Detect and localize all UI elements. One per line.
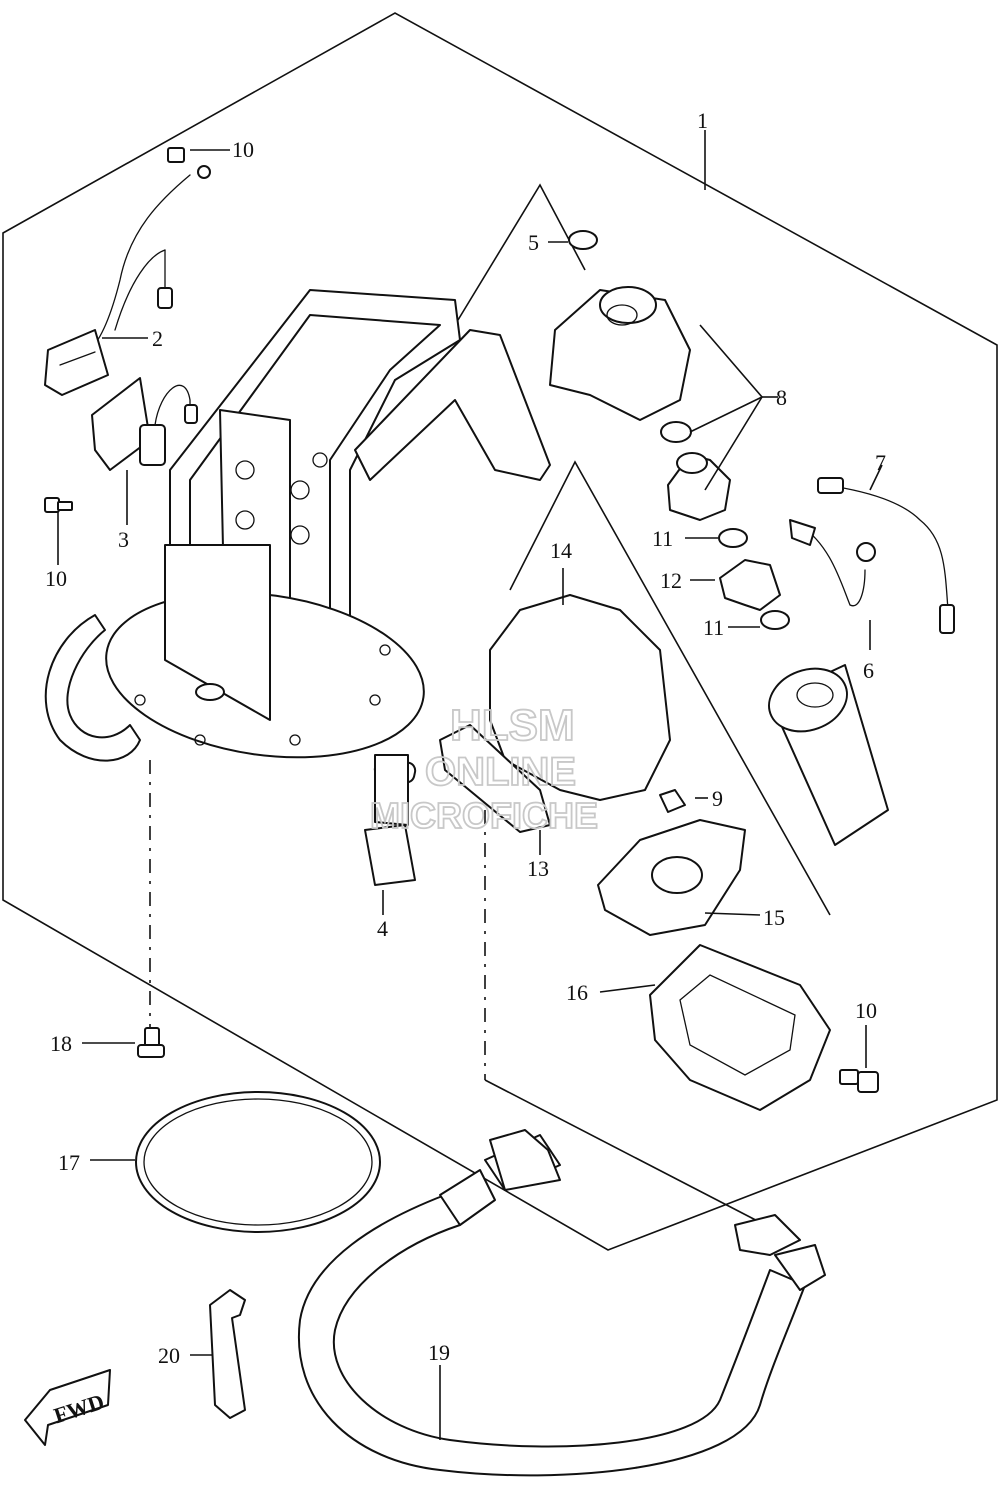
callout-12: 12 bbox=[660, 568, 682, 593]
callout-8: 8 bbox=[776, 385, 787, 410]
bracket-upper bbox=[457, 183, 586, 321]
callout-2: 2 bbox=[152, 326, 163, 351]
callout-5: 5 bbox=[528, 230, 539, 255]
callout-9: 9 bbox=[712, 786, 723, 811]
part-10-bolt-top bbox=[167, 147, 211, 179]
callout-7: 7 bbox=[875, 450, 886, 475]
part-18-screw bbox=[137, 1027, 165, 1058]
callout-11: 11 bbox=[703, 615, 724, 640]
part-19-fuel-hose bbox=[297, 1129, 826, 1477]
part-9-clip bbox=[659, 789, 686, 813]
callout-15: 15 bbox=[763, 905, 785, 930]
callout-20: 20 bbox=[158, 1343, 180, 1368]
callouts: 1 10 2 3 10 5 7 8 11 12 11 6 14 9 13 4 1… bbox=[45, 108, 886, 1368]
part-7-lead-wire bbox=[817, 477, 955, 634]
callout-19: 19 bbox=[428, 1340, 450, 1365]
part-6-ground-lead bbox=[789, 519, 876, 607]
part-10-bolt-left bbox=[44, 497, 73, 513]
assembly-outline bbox=[2, 12, 998, 1251]
watermark: HLSM ONLINE MICROFICHE bbox=[369, 700, 599, 837]
callout-10: 10 bbox=[232, 137, 254, 162]
callout-16: 16 bbox=[566, 980, 588, 1005]
part-17-gasket-inner bbox=[143, 1098, 373, 1226]
callout-6: 6 bbox=[863, 658, 874, 683]
callout-10: 10 bbox=[855, 998, 877, 1023]
part-5-o-ring bbox=[568, 230, 598, 250]
part-3-sensor bbox=[91, 377, 198, 471]
outlet-pipe bbox=[373, 754, 417, 826]
part-17-gasket bbox=[135, 1091, 381, 1233]
part-15-nozzle bbox=[651, 856, 703, 894]
fwd-arrow-badge: FWD bbox=[24, 1369, 111, 1446]
bracket-lower bbox=[484, 1079, 776, 1231]
part-10-bolt-right bbox=[839, 1069, 879, 1093]
callout-14: 14 bbox=[550, 538, 572, 563]
pump-base-plate bbox=[105, 544, 425, 759]
watermark-line-2: ONLINE bbox=[425, 750, 576, 794]
bracket-mid bbox=[509, 460, 831, 916]
part-11-o-ring-upper bbox=[718, 528, 748, 548]
part-16-holder bbox=[649, 944, 831, 1111]
part-4-filter bbox=[364, 824, 416, 886]
watermark-line-3: MICROFICHE bbox=[370, 795, 598, 836]
callout-18: 18 bbox=[50, 1031, 72, 1056]
part-20-clamp bbox=[209, 1289, 246, 1419]
fuel-pump-motor bbox=[768, 664, 889, 846]
callout-17: 17 bbox=[58, 1150, 80, 1175]
callout-10: 10 bbox=[45, 566, 67, 591]
part-2-wiring-lead bbox=[44, 174, 191, 396]
return-hose bbox=[44, 614, 141, 762]
callout-1: 1 bbox=[697, 108, 708, 133]
leader-lines bbox=[57, 130, 883, 1440]
part-13-cushion bbox=[439, 724, 551, 833]
part-12-joint bbox=[719, 559, 781, 611]
part-11-o-ring-lower bbox=[760, 610, 790, 630]
callout-4: 4 bbox=[377, 916, 388, 941]
watermark-line-1: HLSM bbox=[450, 701, 575, 750]
callout-13: 13 bbox=[527, 856, 549, 881]
part-8-regulator bbox=[549, 286, 731, 521]
part-14-pump-holder bbox=[489, 594, 671, 801]
callout-11: 11 bbox=[652, 526, 673, 551]
callout-3: 3 bbox=[118, 527, 129, 552]
